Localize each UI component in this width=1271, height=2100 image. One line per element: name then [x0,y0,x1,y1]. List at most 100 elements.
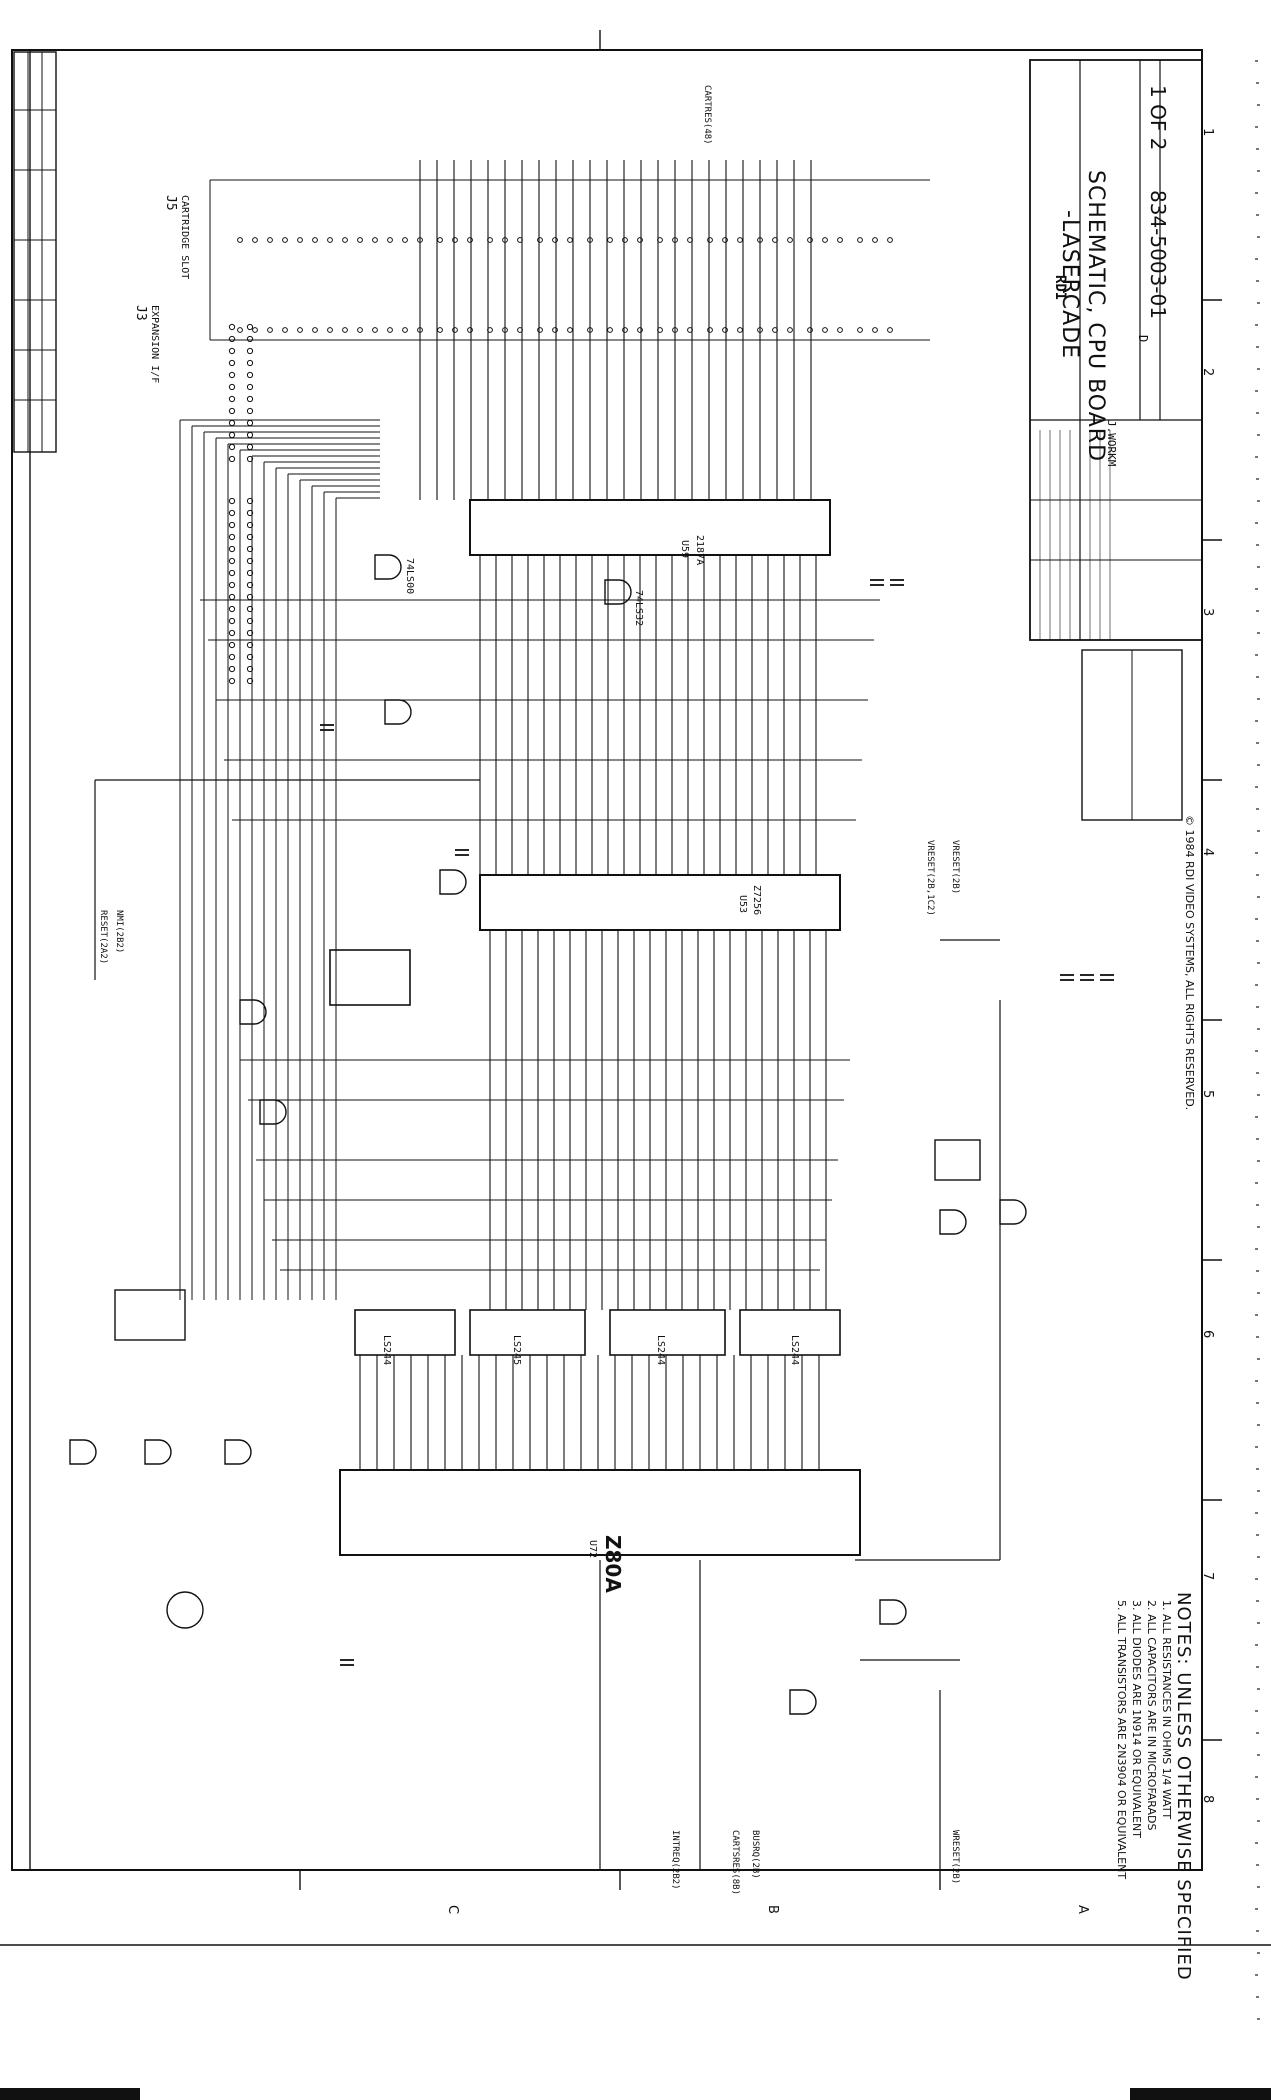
connector-pin [312,327,318,333]
chip-ref-u53: U53 [737,895,748,914]
scan-noise [1255,192,1258,194]
scan-noise [1257,434,1260,436]
connector-pin [246,455,254,463]
connector-pin [246,653,254,661]
chip-name-z80: Z80A [601,1535,625,1593]
scan-noise [1256,478,1259,480]
scan-edge [1130,2088,1271,2100]
scan-noise [1257,1424,1260,1426]
connector-pin [246,557,254,565]
connector-pin [387,327,393,333]
connector-pin [342,327,348,333]
gate-u44b [999,1199,1027,1225]
connector-pin [312,237,318,243]
connector-pin [837,237,843,243]
chip-u48 [114,1289,186,1341]
scan-noise [1256,1732,1259,1734]
scan-noise [1256,1072,1259,1074]
title-line-1: SCHEMATIC, CPU BOARD [1083,170,1108,463]
scan-noise [1255,1116,1258,1118]
connector-pin [246,521,254,529]
scan-noise [1256,1468,1259,1470]
connector-pin [246,359,254,367]
connector-pin [622,327,628,333]
connector-pin [246,497,254,505]
scan-noise [1257,170,1260,172]
connector-pin [467,327,473,333]
scan-noise [1256,148,1259,150]
scan-noise [1255,1314,1258,1316]
connector-pin [246,347,254,355]
connector-pin [552,327,558,333]
note-item: 3. ALL DIODES ARE 1N914 OR EQUIVALENT [1130,1600,1143,1838]
connector-pin [246,419,254,427]
connector-pin [246,605,254,613]
signal-label: VRESET(2B) [950,840,960,895]
drawing-number: 834-5003-01 [1146,190,1170,319]
zone-row-a: A [1075,1905,1090,1914]
chip-u51: LS244 [655,1335,666,1366]
scan-noise [1257,1292,1260,1294]
scan-noise [1257,830,1260,832]
connector-pin [452,327,458,333]
gate-u69 [224,1439,252,1465]
scan-noise [1255,1776,1258,1778]
scan-noise [1255,1050,1258,1052]
scan-noise [1256,1930,1259,1932]
zone-col-4: 4 [1200,848,1215,857]
connector-pin [857,237,863,243]
gate-u65 [69,1439,97,1465]
connector-pin [246,407,254,415]
connector-pin [228,653,236,661]
connector-pin [246,569,254,577]
scan-noise [1255,588,1258,590]
connector-pin [246,533,254,541]
connector-pin [537,237,543,243]
connector-pin [722,237,728,243]
gate-u63 [259,1099,287,1125]
gate-u44 [939,1209,967,1235]
gate-u49 [384,699,412,725]
connector-pin [437,327,443,333]
connector-pin [787,327,793,333]
scan-noise [1257,896,1260,898]
connector-pin [737,327,743,333]
size-letter: D [1136,335,1150,343]
connector-pin [246,431,254,439]
scan-noise [1257,1028,1260,1030]
signal-label: BUSRQ(2B) [750,1830,760,1879]
connector-pin [467,237,473,243]
cartridge-label: CARTRIDGE SLOT [179,195,190,280]
connector-pin [228,509,236,517]
connector-pin [252,327,258,333]
gate-u68 [144,1439,172,1465]
connector-pin [437,237,443,243]
note-item: 1. ALL RESISTANCES IN OHMS 1/4 WATT [1160,1600,1173,1820]
connector-pin [228,335,236,343]
scan-noise [1257,632,1260,634]
scan-noise [1256,1402,1259,1404]
scan-noise [1257,302,1260,304]
scan-noise [1257,1556,1260,1558]
connector-pin [722,327,728,333]
scan-noise [1255,60,1258,62]
scan-noise [1256,1336,1259,1338]
connector-pin [228,347,236,355]
zone-row-c: C [445,1905,460,1915]
connector-pin [246,383,254,391]
connector-pin [228,455,236,463]
scan-noise [1255,1380,1258,1382]
chip-u55 [469,1309,586,1356]
connector-pin [228,665,236,673]
chip-u52 [934,1139,981,1181]
connector-pin [282,237,288,243]
zone-col-8: 8 [1200,1795,1215,1804]
connector-pin [607,237,613,243]
scan-noise [1256,214,1259,216]
connector-pin [228,617,236,625]
scan-noise [1257,104,1260,106]
connector-pin [246,629,254,637]
scan-noise [1255,1644,1258,1646]
connector-j5-label: J5 [163,195,178,211]
